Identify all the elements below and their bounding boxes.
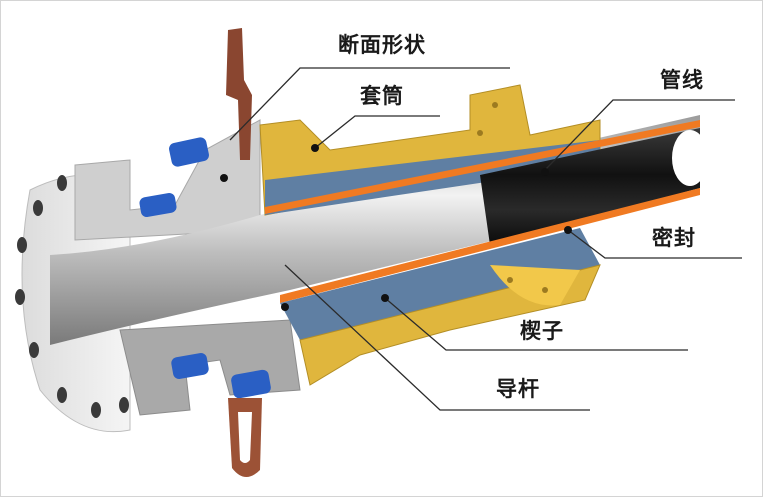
wedge-lower [280,228,600,340]
label-cross-section: 断面形状 [338,33,426,57]
bolts [139,137,271,399]
seal-upper [265,120,700,214]
label-seal: 密封 [652,226,696,250]
top-handle [226,28,252,160]
label-pipeline: 管线 [660,68,704,92]
label-sleeve: 套筒 [360,84,404,108]
leader-dots [220,144,572,311]
sleeve-lower-flange [490,265,580,306]
leader-lines [229,67,742,411]
label-guide-rod: 导杆 [496,377,540,401]
pipeline [480,128,700,245]
seal-lower [280,188,700,303]
body-lower-section [119,319,301,416]
label-wedge: 楔子 [520,319,564,343]
